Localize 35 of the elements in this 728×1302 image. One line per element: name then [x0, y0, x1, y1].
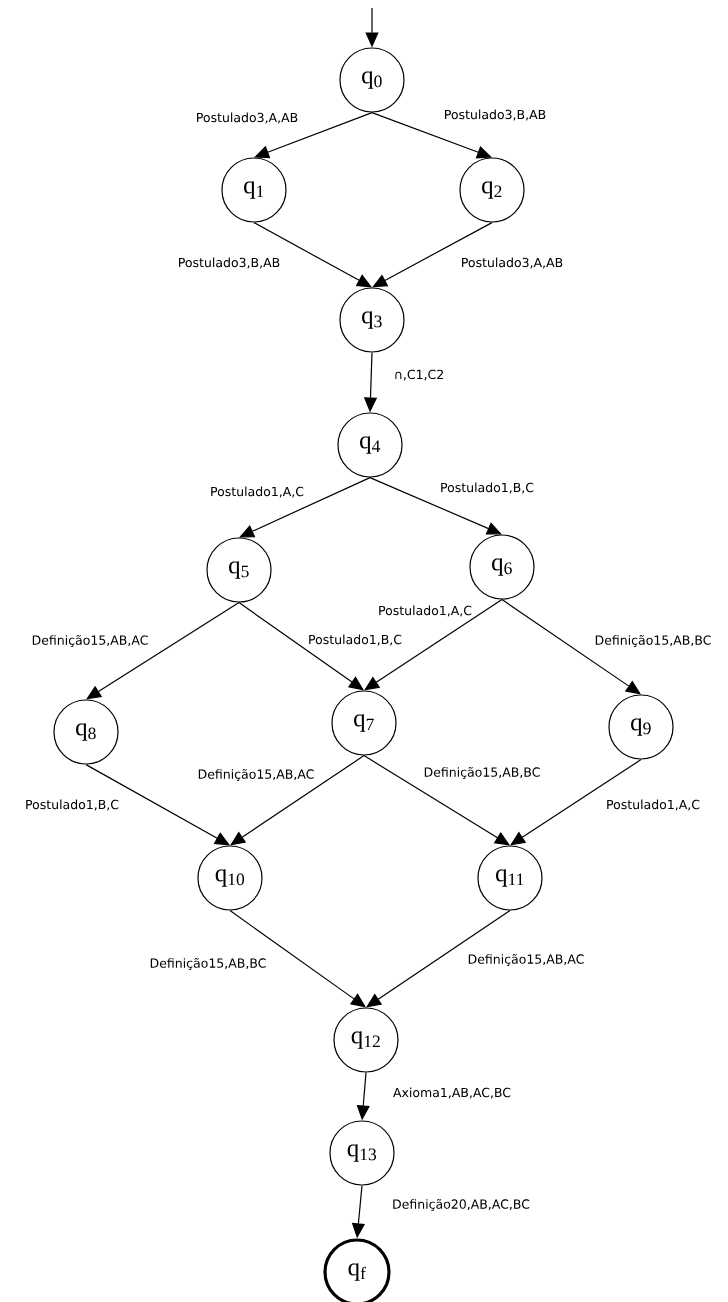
arrow — [371, 112, 492, 159]
edge-label: Definição15,AB,BC — [148, 956, 268, 972]
edge-label: Postulado1,A,C — [209, 485, 305, 499]
edge-label: Postulado3,A,AB — [459, 256, 565, 270]
arrow — [501, 599, 641, 695]
arrow — [85, 764, 230, 846]
edge-label: Postulado3,B,AB — [176, 256, 282, 270]
edge-label: Definição20,AB,AC,BC — [391, 1197, 531, 1213]
edge-label: Postulado3,B,AB — [442, 108, 548, 122]
edge-label: Axioma1,AB,AC,BC — [391, 1086, 512, 1100]
arrow — [363, 755, 510, 846]
edge-label: Definição15,AB,AC — [466, 952, 586, 968]
edge-label: Postulado1,B,C — [24, 798, 120, 812]
edge-label: Definição15,AB,AC — [196, 767, 316, 783]
edge-label: Postulado1,B,C — [307, 633, 403, 647]
arrow — [254, 112, 373, 159]
arrow — [229, 910, 366, 1008]
arrow — [366, 910, 511, 1008]
arrow — [510, 759, 642, 846]
edge-label: Definição15,AB,BC — [593, 633, 713, 649]
edge-label: Postulado1,A,C — [377, 604, 473, 618]
arrow — [230, 755, 365, 846]
arrow — [364, 599, 503, 691]
edge-label: Definição15,AB,AC — [30, 633, 150, 649]
edge-label: Postulado1,A,C — [605, 798, 701, 812]
edge-label: Definição15,AB,BC — [422, 765, 542, 781]
arrow — [372, 222, 493, 288]
arrow — [253, 222, 372, 288]
edge-label: ∩,C1,C2 — [392, 368, 446, 382]
arrow — [86, 602, 240, 700]
arrow — [238, 602, 364, 691]
edge-label: Postulado1,B,C — [439, 481, 535, 495]
edge-label: Postulado3,A,AB — [194, 111, 300, 125]
arrow — [239, 477, 371, 538]
arrow — [369, 477, 502, 535]
